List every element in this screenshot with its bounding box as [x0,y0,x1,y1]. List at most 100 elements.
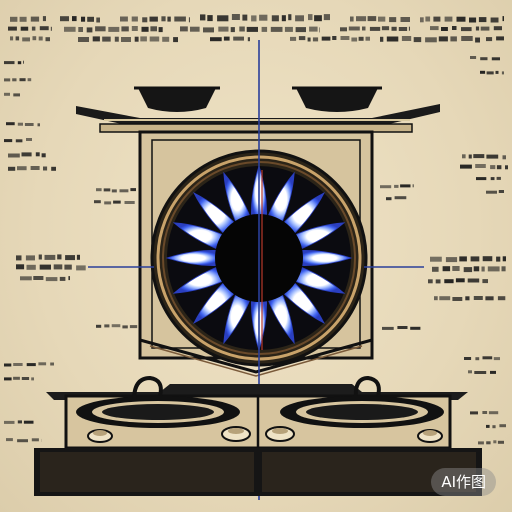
scribble-mark [4,420,15,424]
scribble-mark [486,154,499,159]
scribble-mark [45,37,50,42]
scribble-mark [435,279,441,284]
scribble-mark [68,276,70,281]
scribble-mark [87,16,94,22]
scribble-mark [478,17,487,23]
scribble-mark [108,26,120,32]
scribble-mark [367,16,377,22]
scribble-mark [121,37,131,42]
scribble-mark [400,17,410,22]
scribble-mark [122,325,128,329]
scribble-mark [452,26,457,30]
scribble-mark [496,256,501,262]
scribble-mark [290,36,297,41]
scribble-mark [386,197,392,201]
pot-icon [292,86,382,112]
scribble-mark [475,164,486,168]
scribble-mark [21,377,30,380]
scribble-mark [445,257,458,263]
scribble-mark [114,36,119,42]
scribble-mark [35,152,40,157]
scribble-mark [4,139,13,143]
flame-petal [266,290,295,345]
flame-petal [165,250,221,266]
scribble-mark [53,264,63,270]
scribble-mark [42,16,46,22]
scribble-mark [161,16,166,22]
scribble-mark [261,26,268,32]
scribble-mark [60,16,69,22]
scribble-mark [81,16,86,22]
scribble-mark [428,279,433,284]
scribble-mark [78,27,83,32]
scribble-mark [188,17,190,23]
scribble-mark [501,266,506,272]
scribble-mark [57,254,62,260]
scribble-mark [16,264,25,270]
scribble-mark [38,254,42,260]
scribble-mark [493,26,502,31]
knob-icon [417,429,443,443]
scribble-mark [31,377,34,381]
scribble-mark [351,37,358,42]
scribble-mark [64,26,76,32]
scribble-mark [394,184,399,188]
scribble-mark [113,200,121,204]
scribble-mark [17,166,27,171]
scribble-mark [412,184,414,188]
scribble-mark [26,363,36,367]
scribble-mark [463,267,473,273]
scribble-mark [478,441,484,445]
scribble-mark [174,16,186,22]
scribble-mark [492,425,496,429]
scribble-mark [149,16,158,22]
scribble-mark [323,14,330,21]
scribble-mark [485,296,494,301]
scribble-mark [499,424,506,428]
scribble-mark [288,14,292,21]
scribble-mark [180,26,188,32]
scribble-mark [158,27,163,33]
scribble-mark [76,265,86,271]
scribble-mark [434,296,438,301]
scribble-mark [470,56,477,59]
scribble-mark [50,26,52,31]
scribble-mark [150,26,157,32]
scribble-mark [413,37,422,43]
scribble-mark [218,26,229,32]
scribble-mark [72,16,77,22]
scribble-mark [488,411,499,415]
scribble-mark [461,27,472,32]
scribble-mark [13,363,23,366]
burner-icon [280,375,444,428]
scribble-mark [444,16,453,22]
scribble-mark [65,255,75,261]
watermark-badge: AI作图 [431,468,496,496]
flame-petal [172,222,227,251]
scribble-mark [39,264,51,270]
scribble-mark [486,190,497,194]
scribble-mark [480,57,488,61]
scribble-mark [19,16,27,22]
scribble-mark [490,17,499,23]
scribble-mark [149,36,160,42]
scribble-mark [142,17,148,23]
scribble-mark [96,17,100,23]
scribble-mark [203,27,214,33]
scribble-mark [10,36,14,41]
scribble-mark [104,201,112,205]
scribble-mark [408,26,410,31]
scribble-mark [96,324,102,328]
scribble-mark [468,154,472,159]
scribble-mark [119,189,129,193]
scribble-mark [104,324,110,328]
scribble-mark [233,36,244,41]
scribble-mark [501,71,504,75]
scribble-mark [486,37,493,42]
scribble-mark [141,26,149,32]
scribble-mark [442,266,451,272]
pot-icon [134,86,220,112]
scribble-mark [496,176,501,180]
scribble-mark [8,166,16,171]
scribble-mark [481,266,485,272]
